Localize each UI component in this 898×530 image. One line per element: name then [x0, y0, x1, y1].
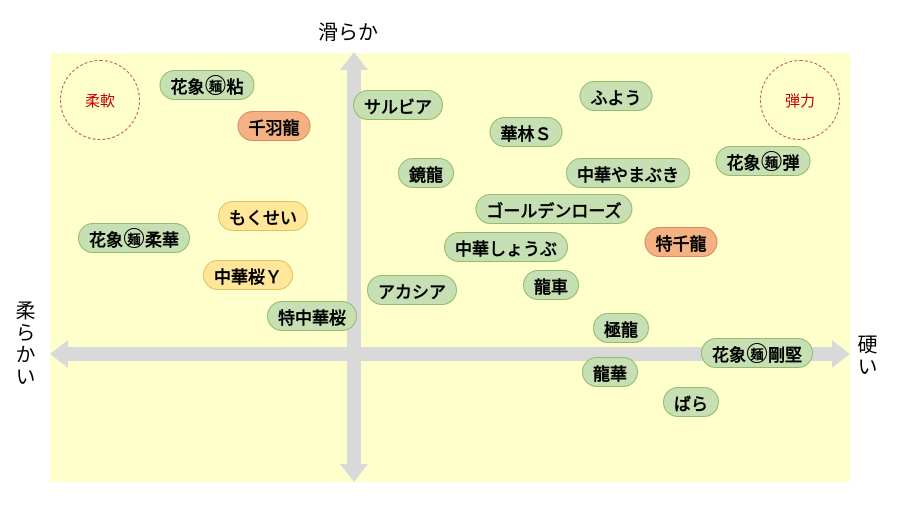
noodle-item-suffix: 剛堅: [768, 345, 802, 366]
noodle-item-label: ばら: [674, 394, 708, 415]
axis-label-soft: 柔らかい: [12, 300, 36, 388]
noodle-item: ゴールデンローズ: [475, 194, 633, 224]
vertical-axis-arrow: [340, 52, 368, 482]
noodle-item: ばら: [663, 387, 719, 417]
noodle-item-label: ゴールデンローズ: [486, 201, 622, 222]
noodle-item-label: 花象: [726, 153, 761, 174]
noodle-item: 鏡龍: [398, 158, 454, 188]
noodle-item: サルビア: [353, 90, 443, 120]
noodle-item: 花象麺柔華: [78, 223, 190, 253]
axis-label-hard: 硬い: [854, 334, 878, 378]
noodle-item-label: 花象: [89, 230, 123, 251]
noodle-item: 華林Ｓ: [489, 117, 563, 147]
noodle-item: もくせい: [218, 201, 308, 231]
noodle-item: 中華しょうぶ: [444, 232, 568, 262]
corner-label-flexible: 柔軟: [84, 91, 115, 110]
circled-men-char: 麺: [124, 228, 144, 248]
noodle-item: 花象麺剛堅: [701, 338, 813, 368]
corner-label-elastic: 弾力: [784, 91, 815, 110]
circled-men-char: 麺: [747, 343, 767, 363]
noodle-item: ふよう: [579, 81, 653, 111]
noodle-item: アカシア: [367, 275, 457, 305]
circled-men-char: 麺: [761, 151, 782, 171]
noodle-item-label: 千羽龍: [248, 118, 300, 139]
noodle-item-label: 華林Ｓ: [500, 124, 552, 145]
noodle-item-suffix: 弾: [782, 153, 800, 174]
noodle-item-label: 花象: [170, 77, 205, 98]
noodle-item-label: もくせい: [229, 208, 297, 229]
noodle-item-label: 中華桜Ｙ: [214, 267, 282, 288]
noodle-item-label: アカシア: [378, 282, 446, 303]
horizontal-axis-arrow: [50, 340, 850, 368]
noodle-item: 中華桜Ｙ: [203, 260, 293, 290]
noodle-item: 特千龍: [644, 227, 718, 257]
axis-label-smooth: 滑らか: [318, 20, 378, 44]
noodle-item: 花象麺粘: [159, 70, 255, 100]
noodle-item-label: 花象: [712, 345, 746, 366]
corner-circle-elastic: 弾力: [760, 60, 840, 140]
noodle-item: 龍華: [582, 357, 638, 387]
noodle-item-label: 特千龍: [655, 234, 707, 255]
diagram-panel: [50, 53, 850, 482]
noodle-item: 極龍: [593, 313, 649, 343]
noodle-item-label: サルビア: [364, 97, 432, 118]
circled-men-char: 麺: [205, 75, 226, 95]
noodle-item: 龍車: [523, 270, 579, 300]
noodle-item-label: ふよう: [590, 88, 642, 109]
noodle-item-label: 特中華桜: [278, 308, 346, 329]
noodle-item-label: 鏡龍: [409, 165, 443, 186]
noodle-item: 花象麺弾: [715, 146, 811, 176]
noodle-item: 千羽龍: [237, 111, 311, 141]
noodle-item: 中華やまぶき: [566, 158, 690, 188]
corner-circle-flexible: 柔軟: [60, 60, 140, 140]
noodle-item-label: 龍華: [593, 364, 627, 385]
noodle-item-suffix: 粘: [226, 77, 244, 98]
noodle-item-label: 中華やまぶき: [577, 165, 679, 186]
noodle-item-label: 極龍: [604, 320, 638, 341]
noodle-item-label: 龍車: [534, 277, 568, 298]
noodle-item-suffix: 柔華: [145, 230, 179, 251]
noodle-item: 特中華桜: [267, 301, 357, 331]
noodle-item-label: 中華しょうぶ: [455, 239, 557, 260]
